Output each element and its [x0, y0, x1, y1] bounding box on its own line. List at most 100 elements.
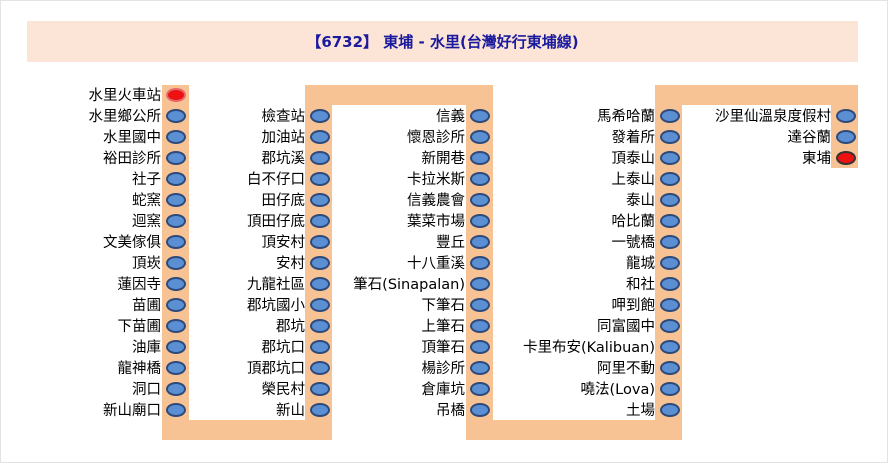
stop-marker-icon [470, 234, 490, 249]
stop-name: 下筆石 [421, 298, 466, 314]
stop-name: 達谷蘭 [787, 130, 832, 146]
stop-marker-icon [310, 234, 330, 249]
bus-stop[interactable]: 土場 [626, 399, 680, 420]
bus-stop[interactable]: 裕田診所 [103, 147, 186, 168]
bus-stop[interactable]: 和社 [626, 273, 680, 294]
bus-stop[interactable]: 白不仔口 [247, 168, 330, 189]
bus-stop[interactable]: 頂安村 [262, 231, 330, 252]
bus-stop[interactable]: 哈比蘭 [612, 210, 680, 231]
bus-stop[interactable]: 頂崁 [132, 252, 186, 273]
bus-stop[interactable]: 卡拉米斯 [407, 168, 490, 189]
bus-stop[interactable]: 檢查站 [262, 105, 330, 126]
bus-stop[interactable]: 頂郡坑口 [247, 357, 330, 378]
bus-stop[interactable]: 文美傢俱 [103, 231, 186, 252]
bus-stop[interactable]: 泰山 [626, 189, 680, 210]
stop-name: 豐丘 [436, 235, 465, 251]
bus-stop[interactable]: 郡坑 [276, 315, 330, 336]
bus-stop[interactable]: 沙里仙溫泉度假村 [715, 105, 856, 126]
stop-name: 水里火車站 [88, 88, 162, 104]
stop-name: 東埔 [802, 151, 831, 167]
route-path-bottom1 [162, 420, 332, 440]
bus-stop[interactable]: 豐丘 [436, 231, 490, 252]
stop-name: 吊橋 [436, 403, 465, 419]
terminal-stop-marker-icon [836, 150, 856, 165]
route-path-top2 [655, 85, 858, 105]
bus-stop[interactable]: 發着所 [611, 126, 680, 147]
bus-stop[interactable]: 頂田仔底 [247, 210, 330, 231]
bus-stop[interactable]: 阿里不動 [597, 357, 680, 378]
bus-stop[interactable]: 安村 [276, 252, 330, 273]
bus-stop[interactable]: 馬希哈蘭 [597, 105, 680, 126]
stop-marker-icon [660, 192, 680, 207]
bus-stop[interactable]: 上筆石 [422, 315, 490, 336]
bus-stop[interactable]: 信義農會 [407, 189, 490, 210]
bus-stop[interactable]: 楊診所 [421, 357, 490, 378]
bus-stop[interactable]: 九龍社區 [247, 273, 330, 294]
stop-name: 郡坑溪 [261, 151, 306, 167]
bus-stop[interactable]: 十八重溪 [407, 252, 490, 273]
bus-stop[interactable]: 迴窯 [132, 210, 186, 231]
bus-stop[interactable]: 懷恩診所 [407, 126, 490, 147]
bus-stop[interactable]: 一號橋 [612, 231, 680, 252]
bus-stop[interactable]: 加油站 [262, 126, 330, 147]
bus-stop[interactable]: 下筆石 [421, 294, 490, 315]
bus-stop[interactable]: 油庫 [132, 336, 186, 357]
bus-stop[interactable]: 倉庫坑 [422, 378, 490, 399]
bus-stop[interactable]: 水里鄉公所 [88, 105, 186, 126]
stop-marker-icon [166, 213, 186, 228]
bus-stop[interactable]: 郡坑口 [261, 336, 330, 357]
stop-name: 頂泰山 [611, 151, 656, 167]
stop-marker-icon [166, 171, 186, 186]
stop-name: 九龍社區 [247, 277, 305, 293]
bus-stop[interactable]: 洞口 [132, 378, 186, 399]
bus-stop[interactable]: 新山 [276, 399, 330, 420]
route-path-top1 [305, 85, 493, 105]
stop-name: 蓮因寺 [117, 277, 162, 293]
stop-name: 新山廟口 [103, 403, 161, 419]
stop-marker-icon [310, 192, 330, 207]
stop-marker-icon [166, 255, 186, 270]
bus-stop[interactable]: 下苗圃 [118, 315, 186, 336]
bus-stop[interactable]: 苗圃 [132, 294, 186, 315]
bus-stop[interactable]: 新開巷 [422, 147, 490, 168]
bus-stop[interactable]: 郡坑國小 [247, 294, 330, 315]
stop-name: 郡坑國小 [247, 298, 305, 314]
bus-stop[interactable]: 龍神橋 [118, 357, 186, 378]
bus-stop[interactable]: 頂筆石 [422, 336, 490, 357]
bus-stop[interactable]: 榮民村 [262, 378, 330, 399]
bus-stop[interactable]: 蛇窯 [132, 189, 186, 210]
bus-stop[interactable]: 蓮因寺 [117, 273, 186, 294]
bus-stop[interactable]: 吊橋 [436, 399, 490, 420]
bus-stop[interactable]: 筆石(Sinapalan) [353, 273, 490, 294]
bus-stop[interactable]: 頂泰山 [611, 147, 680, 168]
stop-marker-icon [660, 339, 680, 354]
bus-stop[interactable]: 呷到飽 [612, 294, 680, 315]
stop-marker-icon [470, 108, 490, 123]
bus-stop[interactable]: 嘵法(Lova) [581, 378, 680, 399]
stop-marker-icon [660, 402, 680, 417]
bus-stop[interactable]: 水里火車站 [88, 84, 186, 105]
stop-marker-icon [470, 318, 490, 333]
stop-name: 郡坑口 [261, 340, 306, 356]
stop-marker-icon [166, 129, 186, 144]
bus-stop[interactable]: 上泰山 [612, 168, 680, 189]
stop-marker-icon [310, 339, 330, 354]
bus-stop[interactable]: 東埔 [802, 147, 856, 168]
bus-stop[interactable]: 郡坑溪 [261, 147, 330, 168]
stop-marker-icon [310, 297, 330, 312]
stop-name: 水里鄉公所 [88, 109, 162, 125]
bus-stop[interactable]: 龍城 [626, 252, 680, 273]
bus-stop[interactable]: 水里國中 [103, 126, 186, 147]
bus-stop[interactable]: 新山廟口 [103, 399, 186, 420]
bus-stop[interactable]: 田仔底 [262, 189, 330, 210]
bus-stop[interactable]: 社子 [132, 168, 186, 189]
bus-stop[interactable]: 葉菜市場 [407, 210, 490, 231]
stop-name: 楊診所 [421, 361, 466, 377]
stop-marker-icon [470, 255, 490, 270]
bus-stop[interactable]: 卡里布安(Kalibuan) [523, 336, 680, 357]
stop-name: 發着所 [611, 130, 656, 146]
bus-stop[interactable]: 信義 [436, 105, 490, 126]
bus-stop[interactable]: 達谷蘭 [787, 126, 856, 147]
stop-marker-icon [836, 129, 856, 144]
bus-stop[interactable]: 同富國中 [597, 315, 680, 336]
